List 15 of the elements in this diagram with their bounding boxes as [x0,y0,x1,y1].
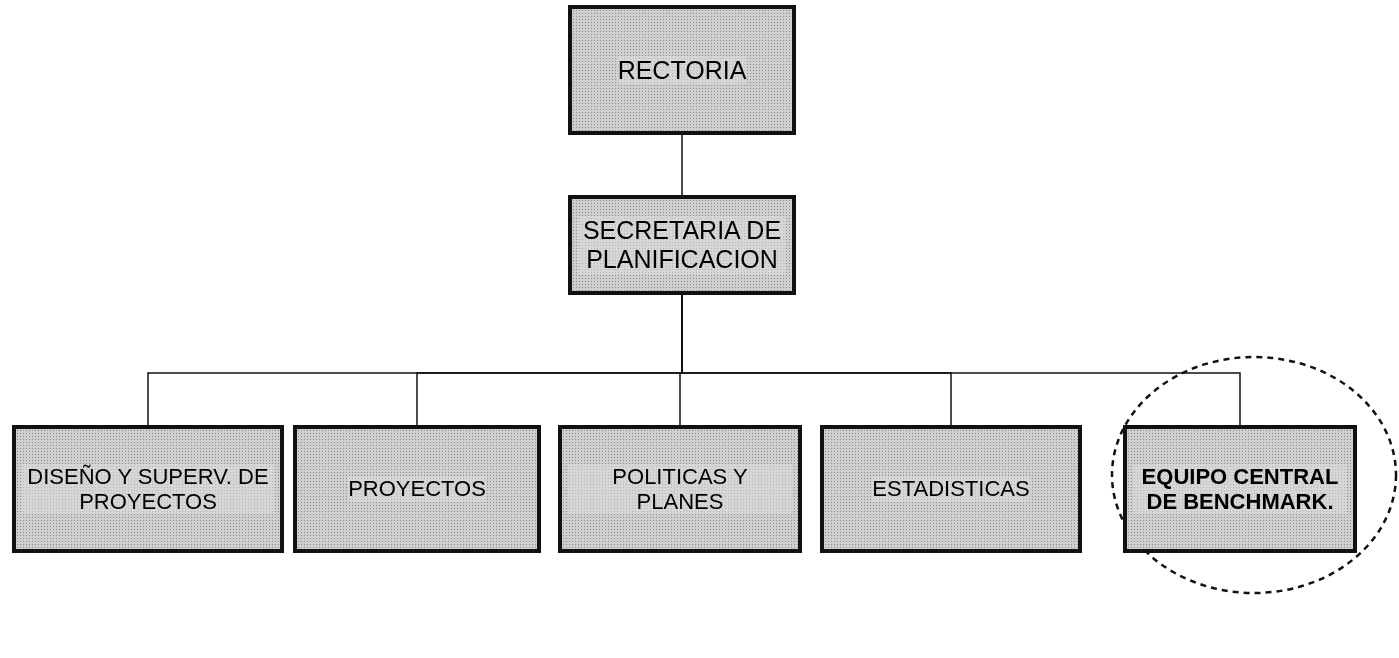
box-label: SECRETARIA DE PLANIFICACION [578,216,786,274]
box-label: PROYECTOS [348,476,486,502]
org-box [1123,425,1357,553]
org-box [568,5,796,135]
org-box [568,195,796,295]
org-box [820,425,1082,553]
box-label: ESTADISTICAS [872,476,1030,502]
box-label: RECTORIA [617,55,747,85]
org-box [293,425,541,553]
org-box [12,425,284,553]
box-label: POLITICAS Y PLANES [568,463,792,515]
connector-line [681,134,683,196]
org-box [558,425,802,553]
box-label: DISEÑO Y SUPERV. DE PROYECTOS [22,463,274,515]
box-label: EQUIPO CENTRAL DE BENCHMARK. [1133,463,1347,515]
